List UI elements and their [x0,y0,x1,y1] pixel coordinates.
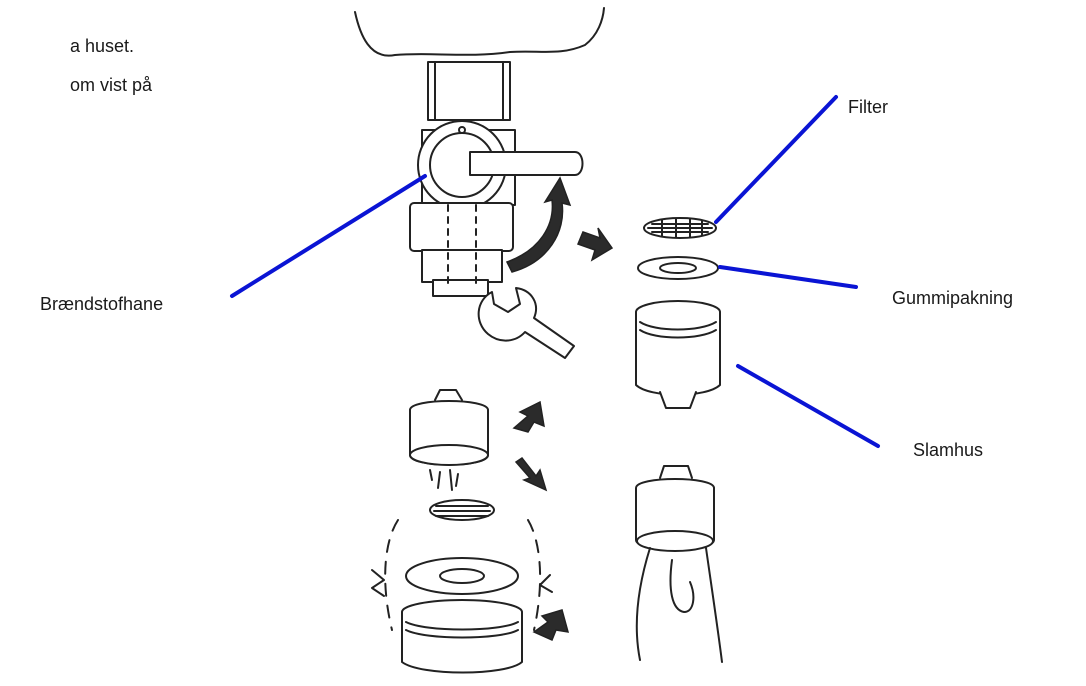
arrow-mid-2 [514,456,548,492]
leader-line-fuel-tap [230,174,427,298]
leader-line-sediment-cup [736,364,880,448]
fuel-tank-outline [354,7,605,57]
label-fuel-tap: Brændstofhane [40,294,164,314]
label-gasket: Gummipakning [892,288,1014,308]
arrow-mid-1 [512,400,545,433]
leader-line-gasket [718,265,858,289]
tap-housing [427,61,511,121]
arrow-bottom [532,609,570,642]
label-sediment-cup: Slamhus [913,440,984,460]
intro-text-line-2: om vist på [70,75,153,95]
sediment-cup [635,311,721,396]
tap-lever [469,151,584,176]
arrow-to-parts [577,227,614,262]
intro-text-line-1: a huset. [70,36,135,56]
rotate-arrow [505,176,572,273]
tap-lower-section [409,202,514,252]
sediment-cup-small [401,611,523,674]
label-filter: Filter [848,97,888,117]
cleaning-hand [635,547,723,663]
wrench [477,287,575,359]
leader-line-filter [714,95,838,224]
